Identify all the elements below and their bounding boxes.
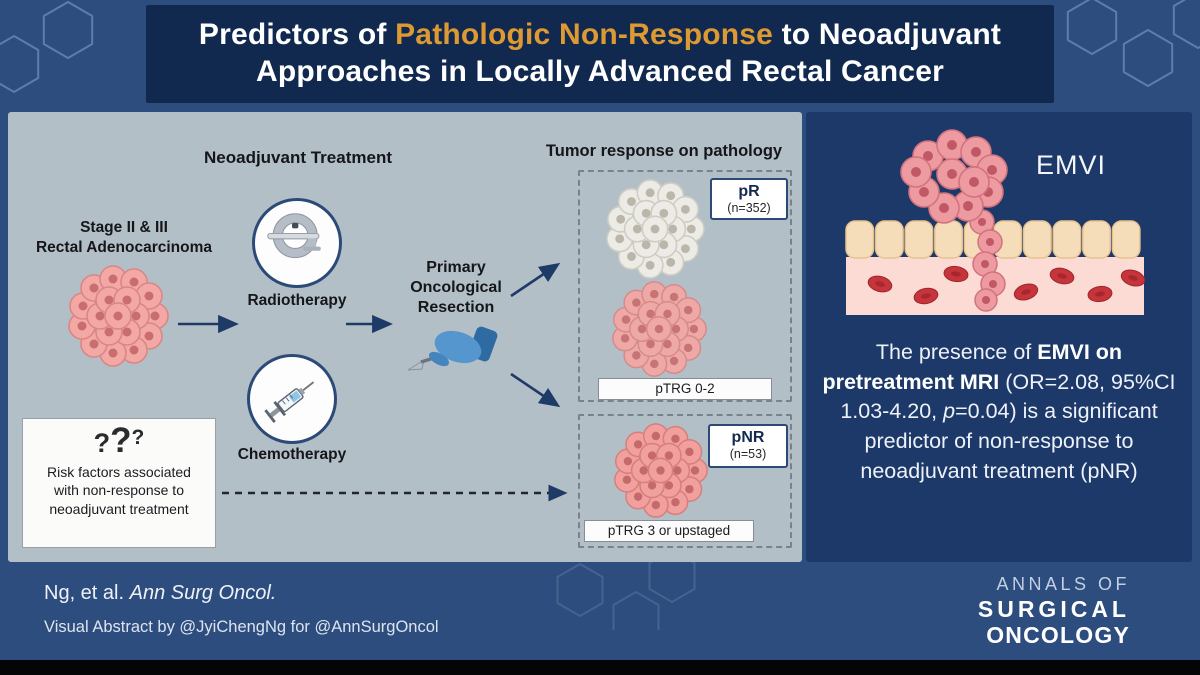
hexagon-pattern-footer [556,560,696,630]
logo-annals-of: ANNALS OF [996,574,1130,594]
resection-line2: Oncological [410,279,502,296]
ptrg-3-label: pTRG 3 or upstaged [584,520,754,542]
emvi-title: EMVI [1035,150,1106,180]
pathology-header: Tumor response on pathology [545,142,783,160]
title-highlight: Pathologic Non-Response [395,18,774,52]
emvi-panel: EMVI The presence of EMVI on pretreatmen… [806,112,1192,562]
finding-pre: The presence of [875,340,1038,364]
stage-label: Stage II & III Rectal Adenocarcinoma [18,218,230,258]
radiotherapy-label: Radiotherapy [247,292,347,309]
letterbox-bar [0,660,1200,675]
hexagon-pattern-top-right [1066,0,1200,88]
credit-line: Visual Abstract by @JyiChengNg for @AnnS… [44,618,439,636]
pnr-outcome-box [578,414,792,548]
risk-text-line3: neoadjuvant treatment [49,500,189,517]
stage-label-line2: Rectal Adenocarcinoma [35,239,212,257]
title-banner: Predictors of Pathologic Non-Response to… [146,5,1054,103]
risk-text-line2: with non-response to [54,482,184,499]
pnr-code: pNR [731,429,765,446]
finding-post: =0.04) is a significant predictor of non… [860,399,1158,483]
question-mark: ? [110,421,132,460]
pnr-n: (n=53) [729,447,767,462]
citation-journal: Ann Surg Oncol. [129,582,277,604]
radiotherapy-circle [252,198,342,288]
chemotherapy-circle [247,354,337,444]
resection-line3: Resection [417,299,495,316]
citation: Ng, et al. Ann Surg Oncol. [44,582,276,605]
resection-line1: Primary [426,259,486,276]
page-title-line1: Predictors of Pathologic Non-Response to… [199,17,1001,54]
flow-diagram-panel: Neoadjuvant Treatment Stage II & III Rec… [8,112,802,562]
stage-label-line1: Stage II & III [80,219,168,236]
finding-bold: EMVI on pretreatment MRI [822,340,1123,394]
finding-mid: (OR=2.08, 95%CI 1.03-4.20, [840,369,1176,424]
scalpel-hand-icon [407,326,498,371]
vessel-invasion-illustration [845,129,1146,315]
pr-badge: pR (n=352) [710,178,788,220]
pnr-badge: pNR (n=53) [708,424,788,468]
syringe-icon [264,381,315,423]
title-post: to Neoadjuvant [773,18,1002,52]
pr-outcome-box [578,170,792,402]
finding-italic-p: p [943,399,956,424]
question-mark: ? [93,428,111,458]
ct-scanner-icon [267,213,321,259]
question-mark: ? [131,426,145,449]
risk-factors-box: ??? Risk factors associated with non-res… [22,418,216,548]
emvi-finding-text: The presence of EMVI on pretreatment MRI… [820,338,1178,486]
ptrg-0-2-label: pTRG 0-2 [598,378,772,400]
chemotherapy-label: Chemotherapy [237,446,347,463]
citation-authors: Ng, et al. [44,582,130,604]
pr-code: pR [738,183,760,200]
pr-n: (n=352) [727,201,771,216]
question-marks-icon: ??? [23,423,215,463]
logo-surgical: SURGICAL [977,596,1130,622]
risk-text-line1: Risk factors associated [47,464,191,480]
neoadjuvant-treatment-header: Neoadjuvant Treatment [204,148,392,167]
hexagon-pattern-top-left [0,0,94,94]
page-title-line2: Approaches in Locally Advanced Rectal Ca… [256,55,944,88]
resection-label: Primary Oncological Resection [400,258,512,318]
journal-logo: ANNALS OF SURGICAL ONCOLOGY [978,574,1130,649]
logo-oncology: ONCOLOGY [986,621,1130,648]
flow-arrows [178,262,568,502]
title-pre: Predictors of [198,18,396,52]
